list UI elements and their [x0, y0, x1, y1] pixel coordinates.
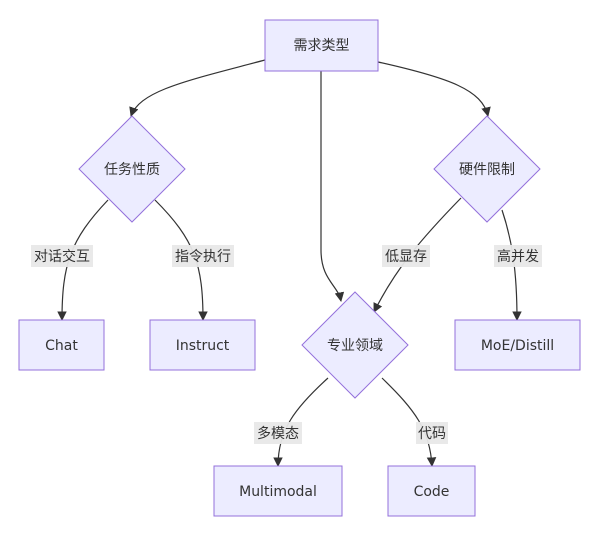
edge-label-chat: 对话交互	[31, 245, 93, 267]
edge-label-instruct: 指令执行	[172, 245, 234, 267]
svg-text:专业领域: 专业领域	[327, 338, 383, 354]
svg-text:Multimodal: Multimodal	[239, 484, 317, 500]
svg-text:MoE/Distill: MoE/Distill	[481, 338, 554, 354]
node-root: 需求类型	[264, 19, 379, 72]
edge-label-multimodal: 多模态	[254, 422, 302, 444]
node-domain-diamond: 专业领域	[301, 291, 409, 399]
svg-text:指令执行: 指令执行	[175, 249, 231, 265]
svg-text:硬件限制: 硬件限制	[459, 162, 515, 178]
edge-label-low-mem: 低显存	[382, 245, 430, 267]
edge-label-code: 代码	[416, 422, 448, 444]
svg-text:Instruct: Instruct	[176, 338, 230, 354]
node-chat: Chat	[18, 319, 105, 371]
node-multimodal: Multimodal	[213, 465, 343, 517]
svg-text:任务性质: 任务性质	[104, 162, 160, 178]
edge-domain-to-code	[381, 377, 437, 467]
svg-text:Code: Code	[414, 484, 450, 500]
edge-root-to-hardware	[377, 61, 491, 117]
svg-text:需求类型: 需求类型	[294, 38, 350, 54]
svg-text:高并发: 高并发	[497, 248, 539, 265]
node-moe: MoE/Distill	[454, 319, 581, 371]
edge-root-to-domain	[320, 71, 345, 302]
edge-root-to-task	[129, 59, 266, 117]
svg-text:低显存: 低显存	[385, 249, 427, 265]
edge-label-high-conc: 高并发	[494, 245, 542, 267]
svg-text:对话交互: 对话交互	[34, 248, 90, 265]
node-hardware-diamond: 硬件限制	[433, 115, 541, 223]
svg-text:代码: 代码	[418, 426, 446, 442]
svg-text:多模态: 多模态	[257, 425, 299, 442]
edge-domain-to-multimodal	[273, 377, 329, 467]
node-instruct: Instruct	[149, 319, 256, 371]
node-code: Code	[387, 465, 476, 517]
node-task-diamond: 任务性质	[78, 115, 186, 223]
svg-text:Chat: Chat	[45, 338, 78, 354]
